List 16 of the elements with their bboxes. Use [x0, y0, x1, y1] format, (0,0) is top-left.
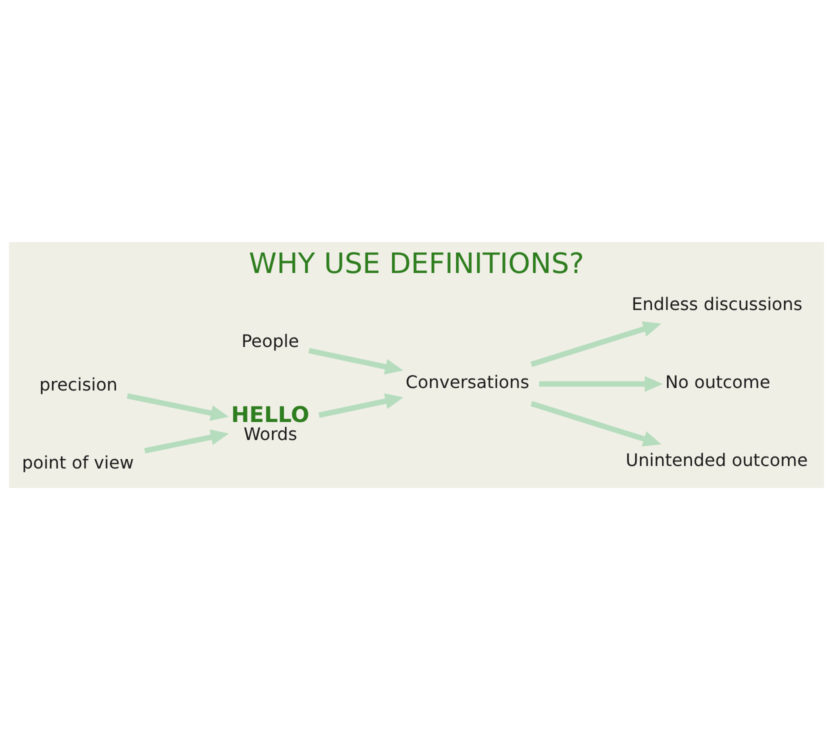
node-text: Conversations — [406, 372, 530, 393]
arrow — [144, 428, 229, 453]
arrow — [530, 400, 662, 446]
arrow — [308, 347, 404, 374]
node-text: precision — [39, 374, 118, 395]
node-text: People — [241, 331, 300, 352]
arrow — [318, 392, 404, 418]
diagram-title: WHY USE DEFINITIONS? — [248, 246, 584, 280]
arrow — [539, 376, 663, 392]
node-text: point of view — [22, 452, 134, 473]
arrow — [530, 320, 662, 366]
node-text: No outcome — [665, 372, 770, 393]
node-text: Endless discussions — [632, 294, 802, 315]
node-text: Unintended outcome — [626, 450, 808, 471]
node-text: HELLO Words — [231, 402, 310, 445]
arrow — [126, 392, 229, 420]
